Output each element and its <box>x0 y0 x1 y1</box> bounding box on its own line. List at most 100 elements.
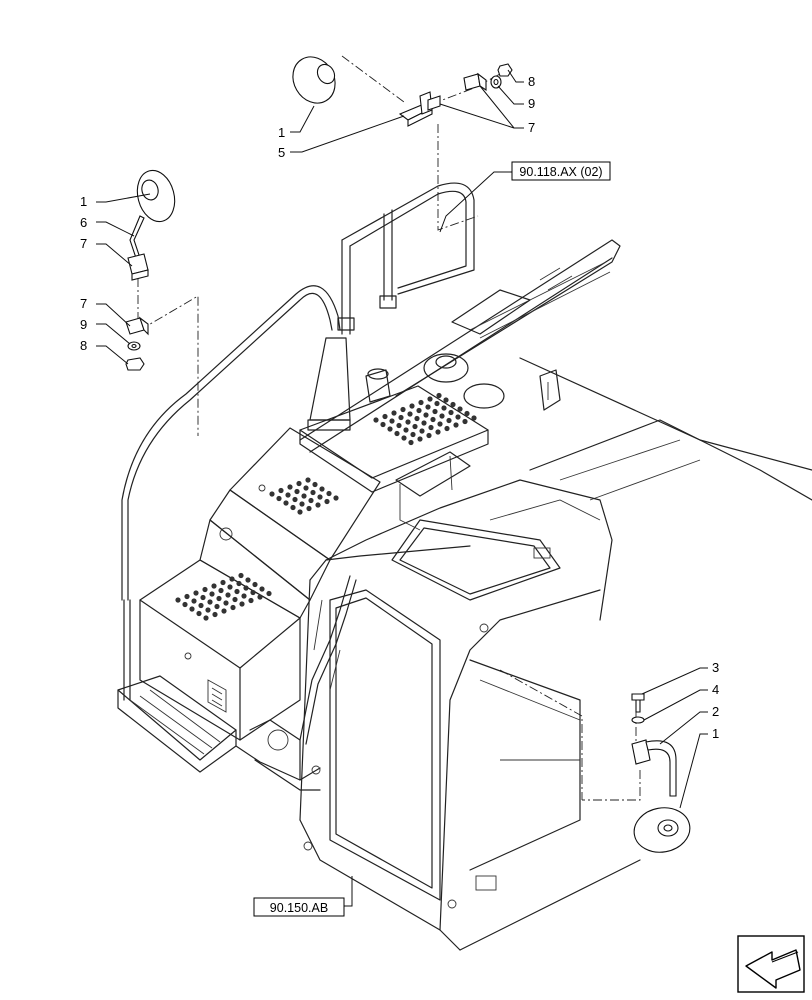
cab-reference-label: 90.150.AB <box>270 901 328 915</box>
grate-hole <box>414 415 420 422</box>
cab-reference[interactable]: 90.150.AB <box>253 897 345 917</box>
grate-hole <box>398 414 404 421</box>
grate-pattern <box>175 392 477 621</box>
callout-left-clamp-lower: 7 <box>80 296 87 311</box>
grate-hole <box>220 579 226 586</box>
grate-hole <box>405 419 411 425</box>
grate-hole <box>229 576 235 582</box>
grate-hole <box>232 596 238 603</box>
callout-left-washer: 9 <box>80 317 87 332</box>
grate-hole <box>269 491 275 497</box>
grate-hole <box>243 585 249 591</box>
grate-hole <box>430 416 436 423</box>
left-mirror <box>136 169 176 223</box>
grate-hole <box>403 427 409 433</box>
grate-hole <box>290 504 296 511</box>
grate-hole <box>315 502 321 508</box>
callout-left-arm: 6 <box>80 215 87 230</box>
grate-hole <box>266 590 272 597</box>
grate-hole <box>428 424 434 431</box>
right-mirror <box>633 807 691 853</box>
grate-hole <box>239 601 245 607</box>
grate-hole <box>408 439 414 446</box>
grate-hole <box>200 594 206 601</box>
grate-hole <box>193 590 199 596</box>
grate-hole <box>400 406 406 413</box>
top-bracket <box>398 91 434 127</box>
grate-hole <box>227 584 233 590</box>
grate-hole <box>202 586 208 593</box>
grate-hole <box>425 404 431 410</box>
grate-hole <box>218 587 224 594</box>
grate-hole <box>221 608 227 614</box>
grate-hole <box>317 494 323 500</box>
grate-hole <box>324 498 330 505</box>
callout-top-mirror: 1 <box>278 125 285 140</box>
grate-hole <box>230 604 236 611</box>
rail-reference-label: 90.118.AX (02) <box>519 165 602 179</box>
grate-hole <box>417 436 423 442</box>
grate-hole <box>457 406 463 412</box>
grate-hole <box>236 580 242 587</box>
grate-hole <box>435 429 441 435</box>
grate-hole <box>182 601 188 608</box>
grate-hole <box>303 485 309 491</box>
grate-hole <box>464 410 470 417</box>
grate-hole <box>446 417 452 424</box>
grate-hole <box>380 421 386 428</box>
arrow-icon <box>737 935 805 993</box>
grate-hole <box>308 497 314 504</box>
grate-hole <box>294 488 300 495</box>
callout-right-mirror: 1 <box>712 726 719 741</box>
grate-hole <box>191 598 197 604</box>
grate-hole <box>259 586 265 592</box>
grate-hole <box>436 392 442 399</box>
grate-hole <box>419 428 425 434</box>
grate-hole <box>196 610 202 617</box>
grate-hole <box>387 426 393 432</box>
grate-hole <box>214 603 220 610</box>
grate-hole <box>319 486 325 492</box>
grate-hole <box>434 400 440 407</box>
grate-hole <box>189 606 195 612</box>
grate-hole <box>462 418 468 425</box>
left-nut <box>125 357 145 371</box>
rail-reference[interactable]: 90.118.AX (02) <box>511 161 611 181</box>
left-clamp-upper <box>127 253 149 281</box>
grate-hole <box>382 413 388 420</box>
left-clamp-lower <box>125 316 149 336</box>
left-arm <box>129 215 145 259</box>
grate-hole <box>416 407 422 414</box>
grate-hole <box>252 581 258 588</box>
grate-hole <box>450 401 456 408</box>
grate-hole <box>297 509 303 515</box>
grate-hole <box>245 577 251 583</box>
grate-hole <box>453 422 459 428</box>
callout-right-arm: 2 <box>712 704 719 719</box>
callout-left-clamp-upper: 7 <box>80 236 87 251</box>
top-mirror <box>292 56 336 104</box>
grate-hole <box>412 423 418 430</box>
top-nut <box>497 63 513 77</box>
grate-hole <box>211 583 217 589</box>
grate-hole <box>212 611 218 618</box>
grate-hole <box>426 432 432 439</box>
grate-hole <box>333 495 339 501</box>
grate-hole <box>391 410 397 416</box>
grate-hole <box>203 615 209 621</box>
top-clamp <box>427 72 487 111</box>
grate-hole <box>312 481 318 488</box>
callout-top-washer: 9 <box>528 96 535 111</box>
grate-hole <box>326 490 332 497</box>
grate-hole <box>394 430 400 437</box>
grate-hole <box>448 409 454 416</box>
grate-hole <box>234 588 240 595</box>
machine-body <box>117 182 812 951</box>
grate-hole <box>305 477 311 483</box>
grate-hole <box>299 501 305 507</box>
grate-hole <box>225 592 231 598</box>
grate-hole <box>455 414 461 420</box>
leader-lines <box>96 69 708 907</box>
grate-hole <box>410 431 416 438</box>
